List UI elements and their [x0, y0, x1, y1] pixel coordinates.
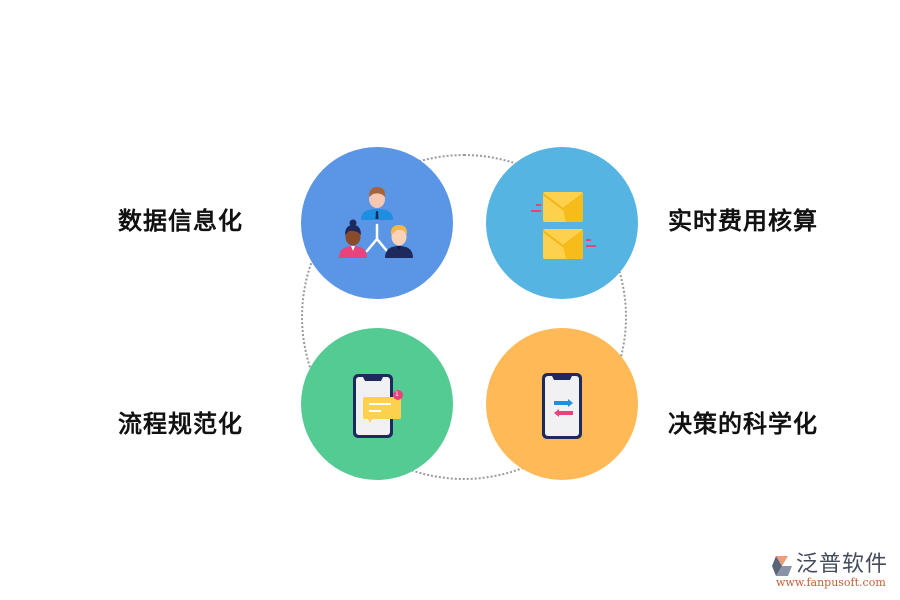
circle-scientific-decision — [486, 328, 638, 480]
label-process-standardization: 流程规范化 — [118, 410, 243, 438]
label-data-informatization: 数据信息化 — [118, 207, 243, 235]
circle-process-standardization: 1 — [301, 328, 453, 480]
phone-transfer-icon — [542, 373, 582, 439]
logo-url: www.fanpusoft.com — [776, 576, 886, 589]
circle-data-informatization — [301, 147, 453, 299]
envelopes-icon — [531, 192, 596, 259]
circle-realtime-cost-accounting — [486, 147, 638, 299]
fanpu-logo-icon — [772, 556, 792, 576]
fanpusoft-logo: 泛普软件 www.fanpusoft.com — [770, 552, 895, 592]
org-chart-people-icon — [339, 187, 413, 258]
logo-name: 泛普软件 — [796, 552, 889, 577]
label-scientific-decision: 决策的科学化 — [668, 410, 818, 438]
label-realtime-cost-accounting: 实时费用核算 — [668, 207, 818, 235]
dotted-ring — [301, 154, 627, 480]
notification-badge: 1 — [395, 391, 399, 398]
phone-message-icon — [353, 374, 403, 438]
